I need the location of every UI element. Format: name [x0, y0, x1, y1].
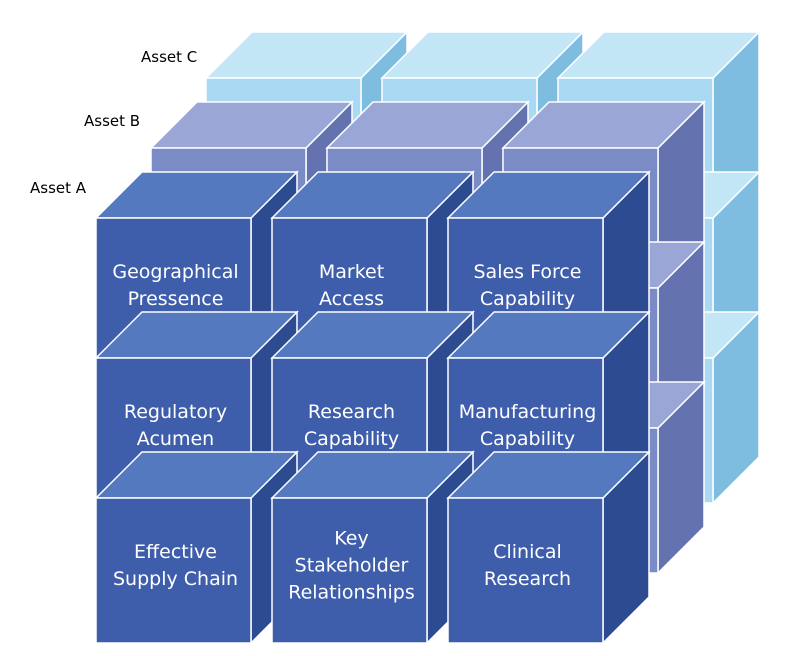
- layer-label: Asset B: [84, 112, 140, 130]
- cube-front-face: [95, 497, 252, 644]
- cube-label-line: Clinical: [493, 541, 562, 563]
- cube-label-line: Relationships: [288, 582, 415, 604]
- cube-label-line: Pressence: [128, 288, 224, 310]
- cube-label-line: Regulatory: [124, 401, 227, 423]
- cube-label-line: Key: [334, 528, 368, 550]
- cube-label-line: Sales Force: [473, 261, 581, 283]
- layer-label: Asset C: [141, 48, 197, 66]
- cube-label-line: Market: [319, 261, 384, 283]
- cube-front-face: [447, 497, 604, 644]
- cube-label-line: Capability: [480, 288, 575, 310]
- cube-label-line: Stakeholder: [295, 555, 409, 577]
- cube-label-line: Research: [308, 401, 395, 423]
- cube-label-line: Capability: [480, 428, 575, 450]
- cube-label-line: Acumen: [137, 428, 214, 450]
- cube-label-line: Capability: [304, 428, 399, 450]
- cube-label-line: Geographical: [112, 261, 238, 283]
- cube-label-line: Access: [319, 288, 384, 310]
- layer-label: Asset A: [30, 179, 87, 197]
- cube-label-line: Research: [484, 568, 571, 590]
- cube-label-line: Effective: [134, 541, 217, 563]
- cube-label-line: Manufacturing: [459, 401, 597, 423]
- cube-front-face: [271, 497, 428, 644]
- cube-label-line: Supply Chain: [113, 568, 238, 590]
